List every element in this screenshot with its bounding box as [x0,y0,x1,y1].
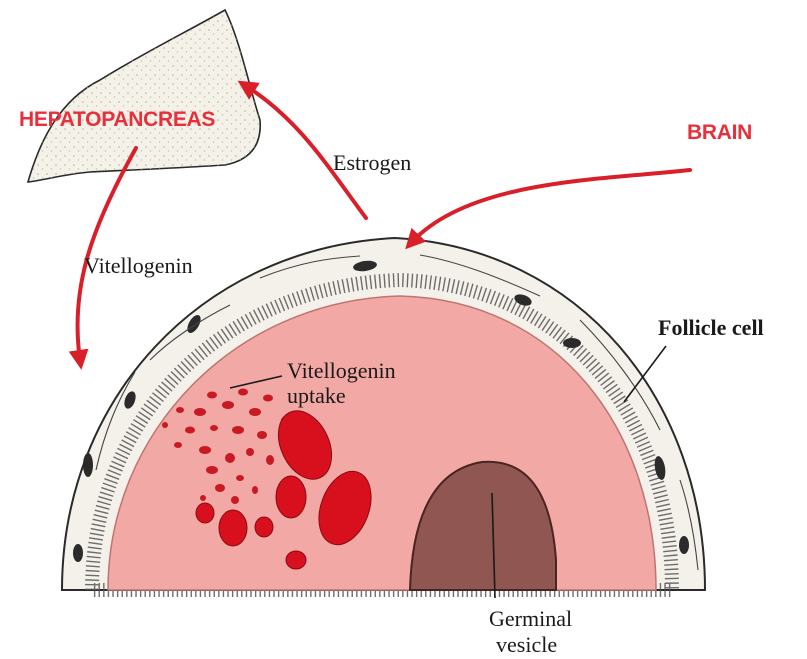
hepatopancreas-label: HEPATOPANCREAS [19,108,215,131]
estrogen-label: Estrogen [333,150,411,175]
brain-arrow [412,170,690,242]
germinal-label-line1: Germinal [489,606,572,631]
brain-label: BRAIN [687,121,752,144]
oocyte [62,238,705,590]
follicle-cell-label: Follicle cell [658,315,764,340]
vitellogenin-label: Vitellogenin [84,253,193,278]
uptake-label-line2: uptake [287,383,346,408]
germinal-label-line2: vesicle [496,632,557,657]
uptake-label-line1: Vitellogenin [287,358,396,383]
hepatopancreas-organ [28,10,260,182]
